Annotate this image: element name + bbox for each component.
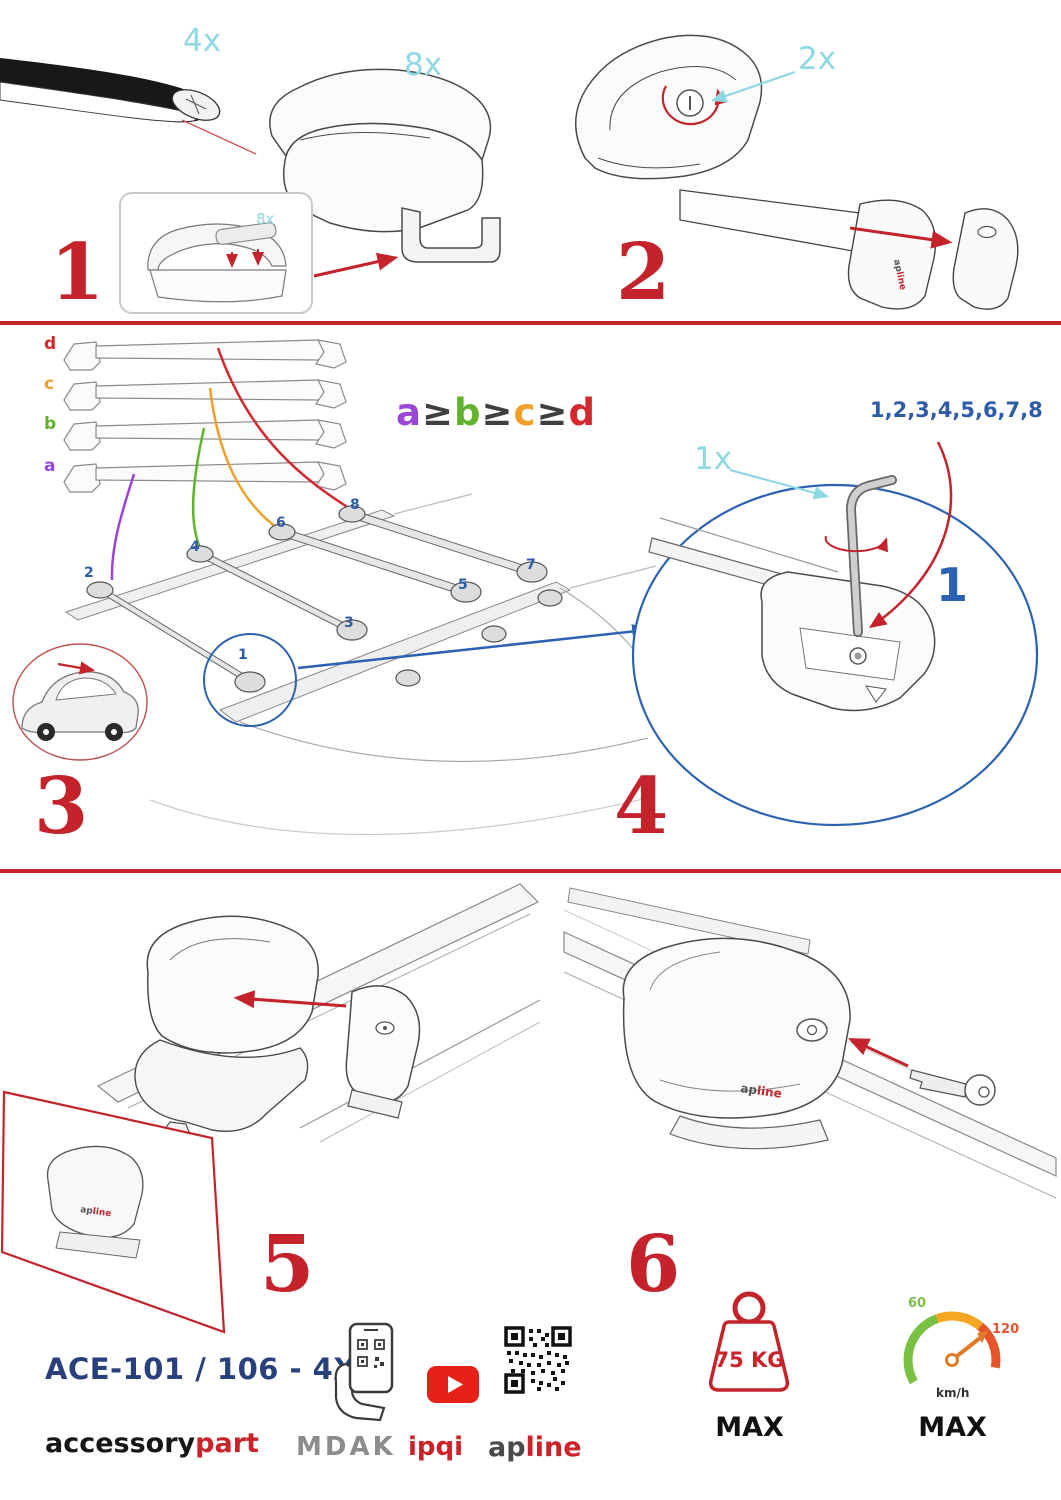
bar-routing-curves [110, 347, 353, 581]
tool-quantity-label: 1x [694, 441, 733, 477]
position-5: 5 [458, 577, 468, 593]
position1-highlight-circle [203, 633, 297, 727]
ipqi-logo: ipqi [408, 1432, 464, 1462]
position-4: 4 [190, 539, 200, 555]
section-divider-1 [0, 321, 1061, 325]
mounted-foot-icon [134, 915, 319, 1153]
brand-red-part: part [195, 1428, 259, 1459]
step2-number: 2 [616, 227, 671, 318]
formula-gte3: ≥ [536, 391, 569, 434]
qr-code-icon [503, 1325, 573, 1395]
step1-number: 1 [50, 227, 105, 318]
bar-and-cover-icon: apline [679, 189, 1019, 310]
position-8: 8 [350, 497, 360, 513]
crossbar-icon [0, 58, 221, 123]
lock-quantity-label: 2x [798, 41, 837, 77]
step4-illustration [631, 441, 1039, 827]
step5-number: 5 [260, 1219, 315, 1310]
tightening-detail-icon [648, 475, 936, 712]
formula-d: d [568, 391, 596, 434]
bar-label-c: c [44, 374, 55, 394]
step3-illustration [12, 339, 661, 836]
pad-quantity-label: 8x [256, 210, 275, 228]
step6-number: 6 [626, 1219, 681, 1310]
rotate-key-arrow [824, 535, 888, 553]
formula-gte2: ≥ [481, 391, 514, 434]
roof-direction-arrow [57, 661, 96, 675]
step3-number: 3 [34, 761, 89, 852]
step4-number: 4 [614, 761, 669, 852]
clamp-foot-icon [269, 68, 501, 263]
remove-cover-arrow [849, 226, 953, 249]
insert-key-arrow [847, 1038, 909, 1068]
step1-illustration [0, 58, 501, 314]
speed-limit-max: MAX [918, 1412, 987, 1443]
foot-brand-label: apline [740, 1081, 783, 1101]
section-divider-2 [0, 869, 1061, 873]
key-icon [909, 1069, 996, 1106]
scan-qr-hand-icon [334, 1322, 394, 1422]
position-2: 2 [84, 565, 94, 581]
locked-inset-panel: apline [0, 1090, 226, 1334]
step2-illustration: apline [574, 34, 1019, 310]
youtube-icon [427, 1366, 479, 1403]
lock-cover-icon [345, 985, 421, 1119]
apline-red-part: line [525, 1432, 582, 1463]
speed-unit-label: km/h [936, 1386, 970, 1400]
lock-qty-arrow [710, 70, 796, 103]
brand-wordmark: accessorypart [45, 1428, 259, 1459]
formula-a: a [396, 391, 422, 434]
foot-top-view-icon [574, 34, 763, 180]
speed-low-label: 60 [908, 1296, 927, 1311]
position-6: 6 [276, 515, 286, 531]
bar-label-b: b [44, 414, 57, 434]
car-direction-icon [12, 643, 148, 761]
position-1: 1 [238, 647, 248, 663]
attach-cover-arrow [233, 990, 347, 1009]
weight-limit-max: MAX [715, 1412, 784, 1443]
tool-qty-arrow [729, 468, 830, 500]
insert-pad-arrow [313, 252, 399, 278]
foot-quantity-label: 8x [404, 47, 443, 83]
bar-label-d: d [44, 334, 57, 354]
step6-illustration: apline [563, 887, 1057, 1199]
bar-label-a: a [44, 456, 56, 476]
inset-foot-brand-label: apline [80, 1205, 112, 1219]
bar-stack-icon [63, 339, 347, 493]
zoom-link-arrow [297, 624, 650, 670]
tighten-sequence-label: 1,2,3,4,5,6,7,8 [870, 398, 1043, 422]
locking-foot-icon: apline [622, 937, 851, 1150]
weight-limit-icon [708, 1291, 790, 1392]
lock-cover-icon [952, 208, 1019, 310]
formula-b: b [453, 391, 482, 434]
weight-limit-value: 75 KG [714, 1348, 785, 1372]
mdak-logo: MDAK [296, 1432, 396, 1462]
step5-illustration: apline [0, 883, 540, 1334]
foot-brand-label: apline [891, 259, 907, 292]
speed-limit-icon [903, 1311, 1001, 1385]
rubber-pad-icon [215, 222, 277, 245]
sequence-arrow [868, 441, 953, 629]
model-number: ACE-101 / 106 - 4X [45, 1352, 357, 1386]
apline-logo: apline [488, 1432, 582, 1463]
speed-high-label: 120 [992, 1322, 1020, 1337]
apline-gray-part: ap [488, 1432, 526, 1463]
position-3: 3 [344, 615, 354, 631]
bar-quantity-label: 4x [183, 23, 222, 59]
position-7: 7 [526, 557, 536, 573]
turn-lock-arrow [661, 85, 728, 126]
formula-c: c [513, 391, 537, 434]
bar-length-formula: a≥b≥c≥d [396, 394, 596, 431]
roof-diagram [64, 493, 661, 836]
bar-pointer-line [181, 119, 257, 155]
position-callout: 1 [936, 558, 969, 612]
pad-inset-box [119, 192, 313, 314]
formula-gte1: ≥ [421, 391, 454, 434]
brand-black-part: accessory [45, 1428, 196, 1459]
